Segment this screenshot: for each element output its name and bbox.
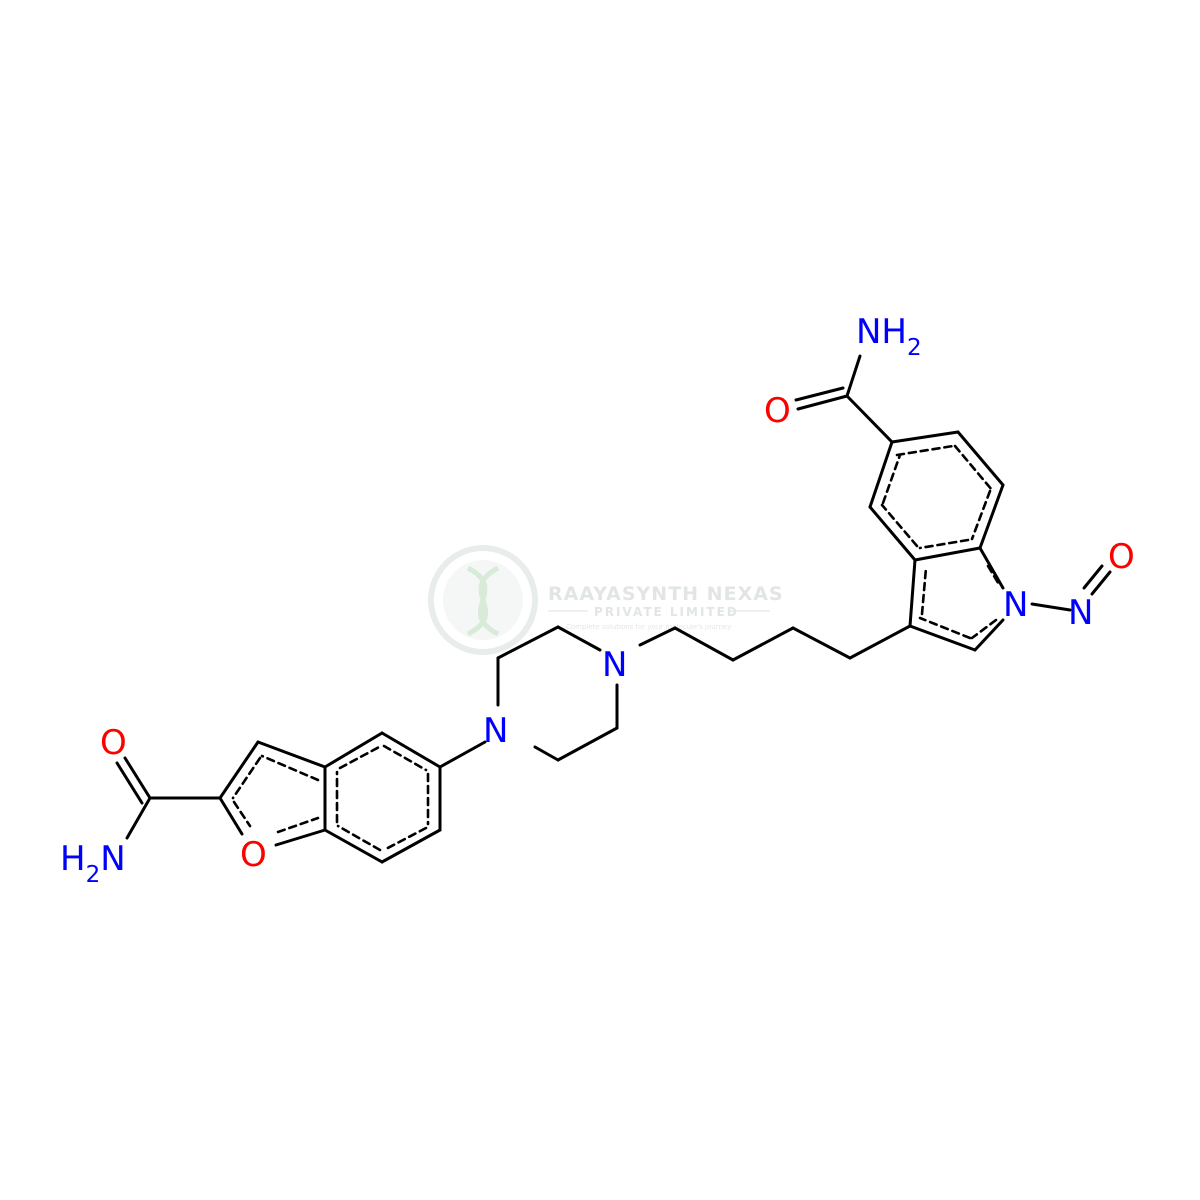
bond-aromatic: [970, 489, 992, 541]
atom-labels: NH2 O O N N N N O H2N O: [60, 312, 1135, 888]
bond-ring: [978, 546, 1005, 590]
bond-pip: [556, 726, 619, 762]
atom-label-n-nitroso: N: [1068, 593, 1093, 633]
atom-label-o-amide-left: O: [100, 723, 127, 763]
bond-ring: [323, 828, 384, 864]
bond-chain: [638, 626, 677, 647]
bond-ring: [908, 624, 977, 652]
bond-ring: [380, 828, 442, 864]
bond-aromatic: [918, 616, 972, 640]
watermark-subtitle: PRIVATE LIMITED: [594, 605, 739, 619]
bond-aromatic: [895, 444, 955, 457]
bond-aromatic: [918, 538, 970, 550]
bond-amide-c-o: [123, 756, 152, 800]
bond-aromatic: [970, 618, 998, 640]
atom-label-n-piperazine-bottom: N: [483, 711, 508, 751]
watermark-title: RAAYASYNTH NEXAS: [548, 583, 784, 605]
dna-helix-logo-icon: [466, 565, 500, 637]
watermark-logo-ring: [428, 545, 538, 655]
bond-n-aryl: [438, 740, 487, 769]
bonds: [115, 354, 1112, 864]
atom-label-n-piperazine-top: N: [602, 645, 627, 685]
atom-label-nh2-left: H2N: [60, 839, 126, 888]
bond-ring: [868, 505, 917, 562]
bond-aromatic: [880, 503, 919, 548]
bond-aromatic: [260, 754, 320, 782]
bond-aromatic: [276, 816, 320, 834]
bond-ring: [956, 430, 1005, 487]
bond-aromatic: [338, 744, 383, 770]
bond-pip: [533, 745, 560, 762]
bond-ring: [218, 740, 260, 800]
bond-ring: [973, 618, 1005, 652]
bond-n-o: [1090, 570, 1112, 596]
bond-aromatic: [986, 564, 1002, 588]
bond-pip: [496, 625, 560, 660]
bond-amide-c-o-2: [794, 386, 845, 402]
bond-chain: [731, 626, 795, 662]
bond-ring: [913, 546, 982, 562]
bond-aromatic: [382, 826, 428, 852]
bond-amide-c-o-2: [115, 761, 144, 805]
bond-ring: [380, 731, 442, 769]
bond-aromatic: [382, 744, 428, 772]
bond-aromatic: [232, 800, 252, 828]
watermark: RAAYASYNTH NEXAS PRIVATE LIMITED Complet…: [428, 545, 784, 655]
bond-pip: [556, 625, 602, 652]
bond-aromatic: [336, 824, 382, 852]
bond-aromatic: [881, 453, 902, 505]
atom-label-n-indole: N: [1003, 585, 1028, 625]
bond-amide-c-ring: [845, 394, 894, 444]
bond-chain: [848, 624, 912, 660]
atom-label-o-top: O: [764, 391, 791, 431]
bond-n-n: [1030, 602, 1072, 612]
bond-n-o-2: [1082, 564, 1104, 590]
bond-aromatic: [231, 756, 262, 800]
bond-ring: [218, 796, 244, 836]
atom-label-o-furan: O: [240, 835, 267, 875]
bond-amide-n-c: [845, 354, 862, 398]
bond-chain: [673, 626, 735, 662]
atom-label-nh2-top: NH2: [856, 312, 922, 361]
bond-chain: [791, 626, 852, 660]
bond-ring: [868, 440, 894, 509]
bond-ring: [256, 740, 327, 769]
atom-label-o-nitroso: O: [1108, 537, 1135, 577]
bond-ring: [890, 430, 960, 444]
bond-amide-c-o: [796, 394, 849, 411]
bond-aromatic: [953, 444, 994, 492]
watermark-tagline: Complete solutions for your molecule's j…: [566, 623, 731, 631]
bond-ring: [274, 828, 327, 847]
bond-amide-c-n: [125, 796, 152, 840]
bond-aromatic: [920, 566, 928, 616]
bond-ring: [323, 731, 384, 769]
bond-ring: [978, 483, 1005, 550]
bond-ring: [908, 558, 917, 628]
